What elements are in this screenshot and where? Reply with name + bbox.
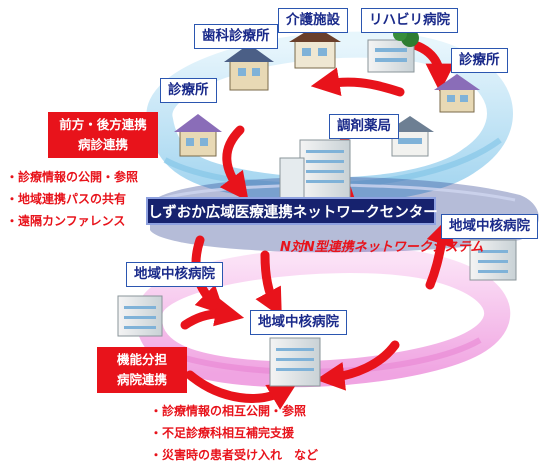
- label-clinic-right: 診療所: [451, 48, 508, 73]
- bottom-bullet-1: ・診療情報の相互公開・参照: [150, 404, 307, 418]
- top-linkage-bullets: ・診療情報の公開・参照 ・地域連携パスの共有 ・遠隔カンファレンス: [6, 166, 138, 232]
- top-bullet-2: ・地域連携パスの共有: [6, 192, 127, 206]
- building-regional-hospital-left: [117, 295, 163, 337]
- bottom-linkage-box: 機能分担 病院連携: [97, 347, 187, 393]
- building-clinic-right: [434, 74, 480, 113]
- top-linkage-box: 前方・後方連携 病診連携: [48, 112, 158, 158]
- label-regional-hospital-left: 地域中核病院: [126, 262, 223, 287]
- network-system-label: N対N型連携ネットワークシステム: [280, 240, 484, 255]
- building-dental-clinic: [224, 44, 274, 91]
- arrow-top-left: [219, 125, 249, 202]
- top-linkage-line-2: 病診連携: [77, 137, 128, 152]
- building-regional-hospital-bottom: [269, 337, 321, 387]
- building-rehab-hospital: [367, 27, 419, 73]
- label-regional-hospital-right: 地域中核病院: [441, 214, 538, 239]
- network-center-banner: しずおか広域医療連携ネットワークセンター: [146, 197, 438, 225]
- label-clinic-left: 診療所: [160, 78, 217, 103]
- top-bullet-3: ・遠隔カンファレンス: [6, 214, 126, 228]
- label-nursing-facility: 介護施設: [278, 8, 348, 33]
- bottom-bullet-3: ・災害時の患者受け入れ など: [150, 448, 319, 462]
- bottom-bullet-2: ・不足診療科相互補完支援: [150, 426, 295, 440]
- top-bullet-1: ・診療情報の公開・参照: [6, 170, 139, 184]
- arrow-bottom-right: [315, 340, 400, 391]
- label-rehab-hospital: リハビリ病院: [361, 8, 458, 33]
- bottom-linkage-line-2: 病院連携: [116, 372, 167, 387]
- bottom-linkage-bullets: ・診療情報の相互公開・参照 ・不足診療科相互補完支援 ・災害時の患者受け入れ な…: [150, 400, 318, 466]
- arrow-bottom-loop: [185, 370, 298, 410]
- label-pharmacy: 調剤薬局: [329, 114, 399, 139]
- bottom-linkage-line-1: 機能分担: [116, 352, 167, 367]
- arrow-bottom-left: [180, 298, 245, 330]
- arrow-center-down-mid: [255, 250, 282, 318]
- building-center-tower: [279, 139, 351, 203]
- building-clinic-left: [174, 114, 222, 157]
- top-linkage-line-1: 前方・後方連携: [59, 117, 147, 132]
- label-dental-clinic: 歯科診療所: [194, 24, 278, 49]
- building-nursing-facility: [289, 26, 341, 69]
- building-regional-hospital-right: [469, 239, 517, 281]
- label-regional-hospital-bottom: 地域中核病院: [250, 310, 347, 335]
- arrow-top-center: [310, 67, 405, 97]
